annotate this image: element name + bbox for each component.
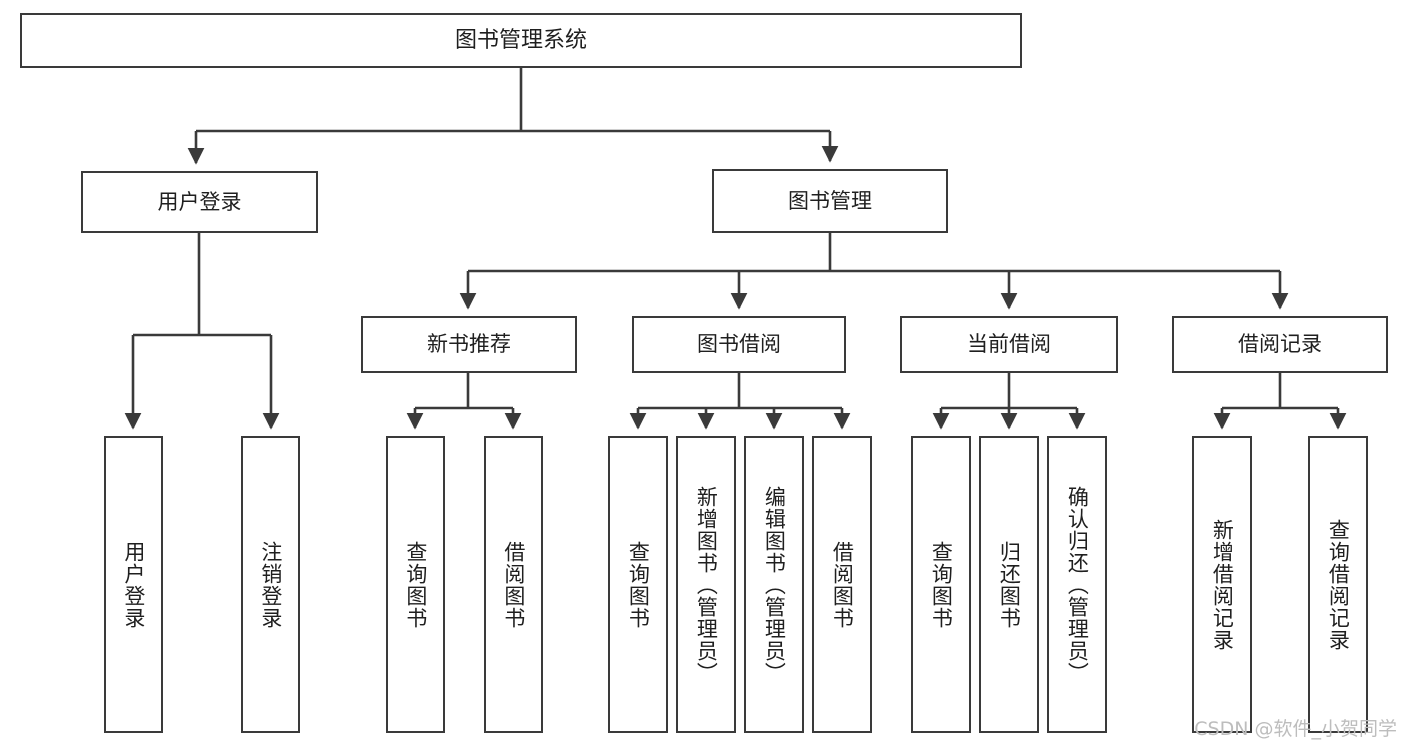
node-root-system[interactable]: 图书管理系统 <box>20 13 1022 68</box>
node-book-management[interactable]: 图书管理 <box>712 169 948 233</box>
node-label: 查询图书 <box>626 540 651 629</box>
leaf-borrow-book-borrowing[interactable]: 借阅图书 <box>812 436 872 733</box>
node-label: 用户登录 <box>121 540 146 629</box>
node-borrowing-record[interactable]: 借阅记录 <box>1172 316 1388 373</box>
node-label: 借阅图书 <box>501 540 526 629</box>
node-current-borrowing[interactable]: 当前借阅 <box>900 316 1118 373</box>
node-label: 图书管理 <box>788 188 872 213</box>
node-label: 借阅图书 <box>830 540 855 629</box>
node-book-borrowing[interactable]: 图书借阅 <box>632 316 846 373</box>
leaf-confirm-return-admin[interactable]: 确认归还（管理员） <box>1047 436 1107 733</box>
leaf-query-borrow-record[interactable]: 查询借阅记录 <box>1308 436 1368 733</box>
node-label: 当前借阅 <box>967 332 1051 357</box>
node-label: 新增图书（管理员） <box>694 485 719 684</box>
leaf-add-borrow-record[interactable]: 新增借阅记录 <box>1192 436 1252 733</box>
node-label: 查询图书 <box>403 540 428 629</box>
leaf-add-book-admin[interactable]: 新增图书（管理员） <box>676 436 736 733</box>
node-label: 借阅记录 <box>1238 332 1322 357</box>
node-label: 新增借阅记录 <box>1210 518 1235 651</box>
leaf-query-book-recommendation[interactable]: 查询图书 <box>386 436 445 733</box>
leaf-query-book-borrowing[interactable]: 查询图书 <box>608 436 668 733</box>
node-label: 编辑图书（管理员） <box>762 485 787 684</box>
leaf-logout[interactable]: 注销登录 <box>241 436 300 733</box>
watermark: CSDN @软件_小贺同学 <box>1194 718 1397 740</box>
node-label: 图书借阅 <box>697 332 781 357</box>
node-label: 查询借阅记录 <box>1326 518 1351 651</box>
node-label: 图书管理系统 <box>454 27 587 53</box>
node-label: 注销登录 <box>258 540 283 629</box>
node-label: 用户登录 <box>157 189 242 214</box>
node-label: 归还图书 <box>997 540 1022 629</box>
node-label: 确认归还（管理员） <box>1065 485 1090 684</box>
leaf-user-login[interactable]: 用户登录 <box>104 436 163 733</box>
node-label: 查询图书 <box>929 540 954 629</box>
node-user-login[interactable]: 用户登录 <box>81 171 318 233</box>
node-new-book-recommendation[interactable]: 新书推荐 <box>361 316 577 373</box>
leaf-edit-book-admin[interactable]: 编辑图书（管理员） <box>744 436 804 733</box>
leaf-return-book[interactable]: 归还图书 <box>979 436 1039 733</box>
leaf-borrow-book-recommendation[interactable]: 借阅图书 <box>484 436 543 733</box>
node-label: 新书推荐 <box>427 332 511 357</box>
leaf-query-book-current[interactable]: 查询图书 <box>911 436 971 733</box>
